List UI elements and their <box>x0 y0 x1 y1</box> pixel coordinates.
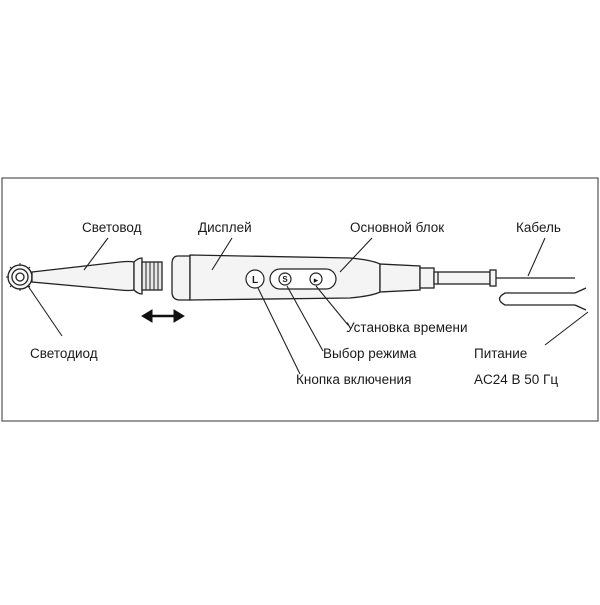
leader-power <box>257 287 301 375</box>
leader-led <box>27 285 63 337</box>
cable-end-ring <box>489 269 497 287</box>
cable-strain-relief <box>433 271 491 285</box>
leader-time <box>315 285 349 326</box>
leader-lines <box>27 237 589 375</box>
light-guide <box>6 257 163 295</box>
control-panel <box>245 268 337 290</box>
leader-display <box>211 237 233 271</box>
leader-power-supply <box>544 311 589 346</box>
mode-button[interactable] <box>278 272 292 286</box>
thread-lines <box>145 262 159 290</box>
light-guide-rod <box>31 260 135 292</box>
label-display: Дисплей <box>198 220 252 235</box>
light-guide-collar <box>133 257 143 295</box>
label-light-guide: Световод <box>82 220 142 235</box>
leader-mode <box>286 285 324 352</box>
main-body <box>171 254 575 301</box>
label-power-supply-2: AC24 В 50 Гц <box>474 372 558 387</box>
label-cable: Кабель <box>516 220 561 235</box>
light-guide-thread <box>141 261 163 291</box>
label-main-unit: Основной блок <box>350 220 444 235</box>
leader-light-guide <box>83 237 109 271</box>
label-led: Светодиод <box>30 346 98 361</box>
cable-boot <box>419 267 435 289</box>
mode-button-glyph: S <box>282 275 288 284</box>
diagram-frame <box>1 177 599 422</box>
leader-main-unit <box>339 237 373 273</box>
power-button[interactable] <box>245 269 265 289</box>
power-button-glyph: L <box>252 275 258 286</box>
time-button[interactable] <box>309 272 323 286</box>
time-button-glyph: ▸ <box>314 275 319 285</box>
double-arrow-icon <box>141 309 185 323</box>
body-front-cap <box>171 255 191 301</box>
label-time-setting: Установка времени <box>346 320 468 335</box>
led-core <box>15 272 25 282</box>
label-power-button: Кнопка включения <box>296 372 411 387</box>
label-mode-select: Выбор режима <box>323 346 417 361</box>
label-power-supply-1: Питание <box>474 346 527 361</box>
body-rear-taper <box>379 263 421 293</box>
leader-cable <box>527 237 546 277</box>
power-cord <box>498 287 587 311</box>
